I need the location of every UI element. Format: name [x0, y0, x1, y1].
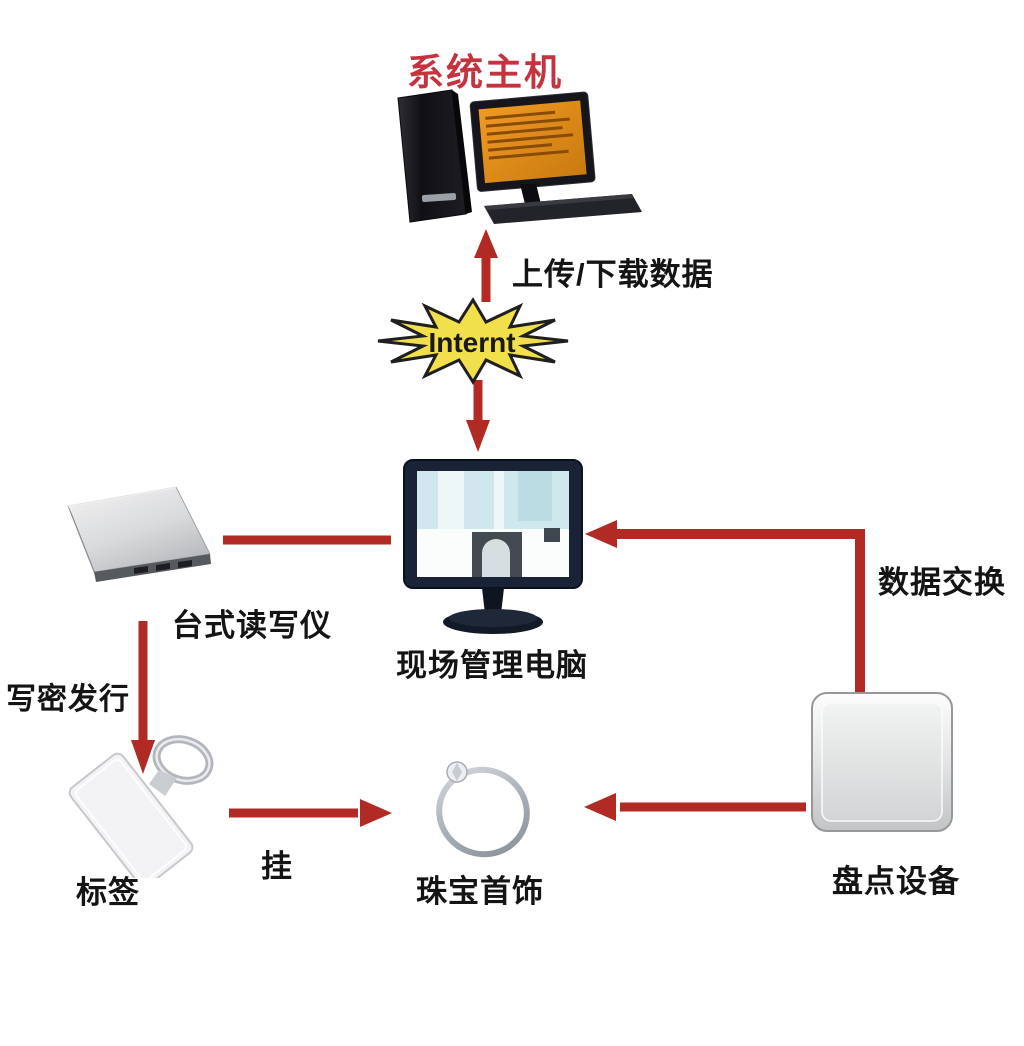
arrow-device-jewelry: [584, 793, 806, 821]
inventory-device-label: 盘点设备: [832, 864, 960, 899]
hang-label: 挂: [261, 849, 293, 884]
internet-star-label: Internt: [428, 327, 515, 358]
tag-label: 标签: [76, 875, 140, 910]
jewelry-ring-image: [413, 750, 545, 866]
arrow-internet-down: [466, 380, 490, 452]
site-pc-monitor-image: [398, 458, 588, 638]
arrow-data-exchange: [585, 520, 865, 696]
site-pc-label: 现场管理电脑: [396, 648, 588, 683]
arrow-upload: [474, 229, 498, 302]
write-issue-label: 写密发行: [6, 683, 130, 716]
internet-star: Internt: [377, 297, 569, 385]
arrow-tag-jewelry: [229, 799, 392, 827]
upload-download-label: 上传/下载数据: [512, 257, 714, 292]
jewelry-label: 珠宝首饰: [416, 874, 544, 909]
starburst-shape: [377, 297, 569, 385]
data-exchange-label: 数据交换: [878, 565, 1006, 600]
desktop-reader-image: [60, 484, 218, 598]
desktop-reader-label: 台式读写仪: [172, 608, 332, 643]
inventory-device-image: [809, 690, 957, 836]
rfid-tag-image: [55, 726, 235, 888]
host-computer-image: [392, 86, 644, 234]
system-host-title: 系统主机: [407, 52, 563, 93]
